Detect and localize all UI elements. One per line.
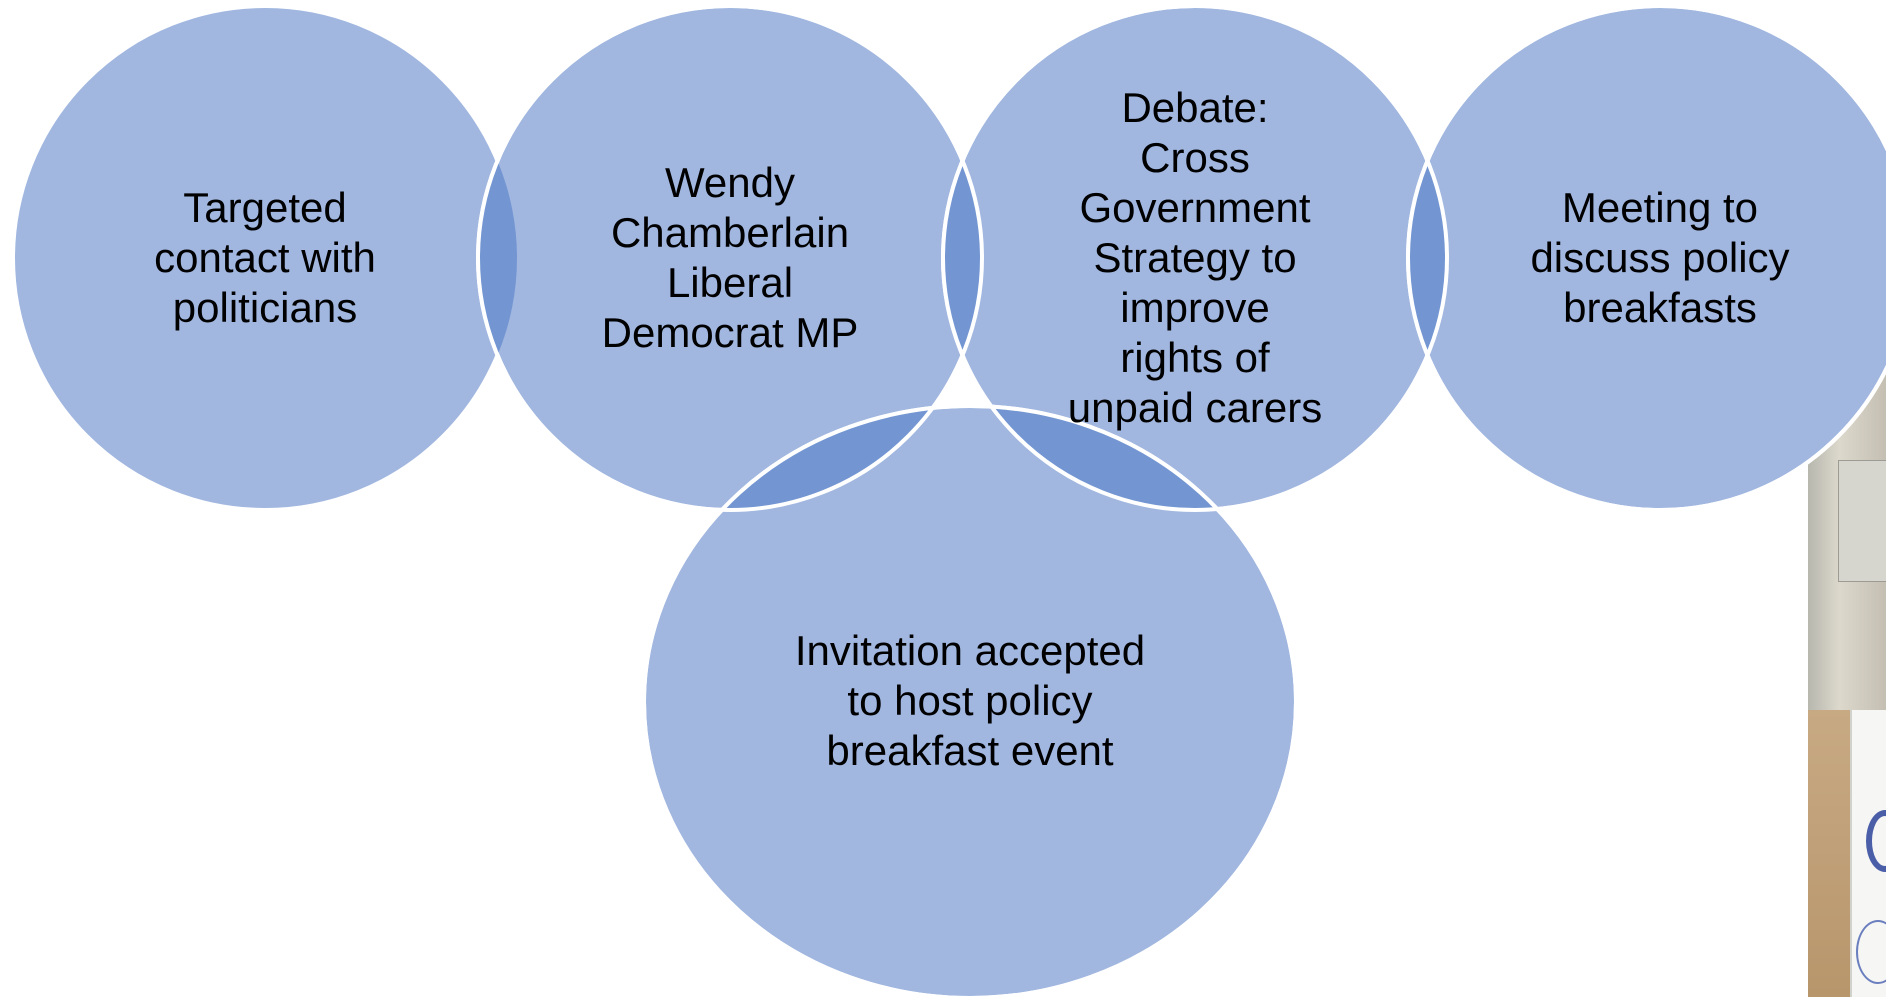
label-wendy-chamberlain: Wendy Chamberlain Liberal Democrat MP [601,159,859,356]
label-invitation: Invitation accepted to host policy break… [794,627,1146,774]
outline-meeting [1406,4,1886,512]
photo-wall-notice [1838,460,1886,582]
label-targeted-contact: Targeted contact with politicians [154,184,376,331]
outline-invitation [642,404,1298,997]
label-debate: Debate: Cross Government Strategy to imp… [1067,84,1323,431]
label-meeting: Meeting to discuss policy breakfasts [1530,184,1790,331]
outline-debate [941,4,1449,512]
photo-sign-mark [1866,810,1886,872]
outline-wendy-chamberlain [476,4,984,512]
